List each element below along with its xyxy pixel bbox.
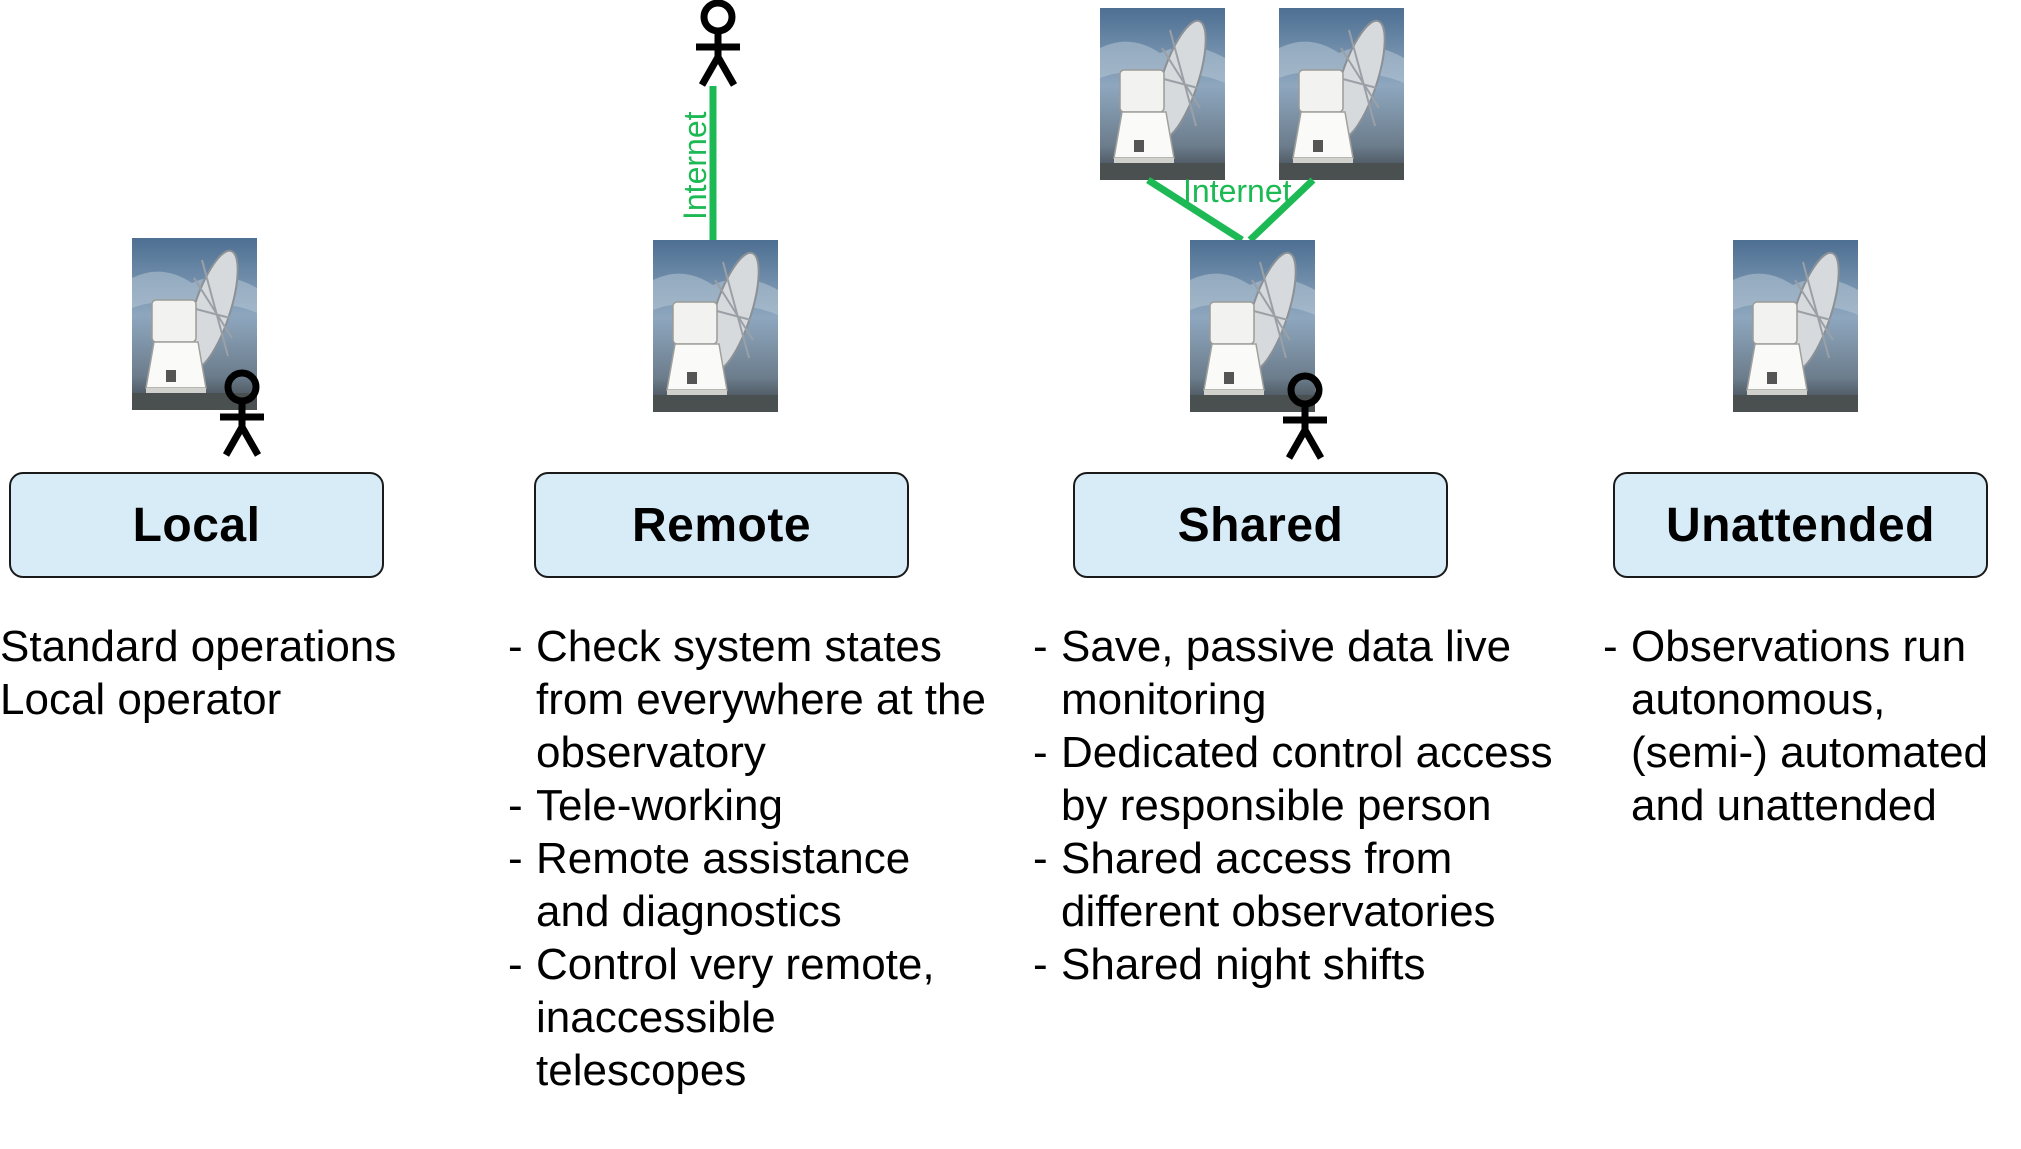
shared-internet-link-left — [1146, 177, 1244, 243]
unattended-description-list: Observations run autonomous, (semi-) aut… — [1603, 620, 2018, 832]
remote-operator-icon — [696, 3, 740, 85]
unattended-mode-title: Unattended — [1666, 498, 1935, 552]
remote-telescope-image — [652, 239, 779, 413]
remote-mode-box: Remote — [534, 472, 909, 578]
shared-telescope-image-1 — [1099, 7, 1226, 181]
list-item: Shared night shifts — [1033, 938, 1553, 991]
shared-description-list: Save, passive data live monitoring Dedic… — [1033, 620, 1553, 991]
list-item: Shared access from different observatori… — [1033, 832, 1553, 938]
remote-mode-title: Remote — [631, 498, 812, 552]
list-item: Remote assistance and diagnostics — [508, 832, 988, 938]
list-item: Save, passive data live monitoring — [1033, 620, 1553, 726]
remote-internet-label: Internet — [677, 111, 713, 220]
local-description-list: Standard operations Local operator — [0, 620, 440, 726]
list-item: Check system states from everywhere at t… — [508, 620, 988, 779]
local-mode-box: Local — [9, 472, 384, 578]
unattended-mode-box: Unattended — [1613, 472, 1988, 578]
shared-telescope-image-main — [1189, 239, 1316, 413]
shared-internet-link-right — [1247, 177, 1316, 243]
list-item: Observations run autonomous, (semi-) aut… — [1603, 620, 2018, 832]
local-telescope-image — [131, 237, 258, 411]
list-item: Local operator — [0, 675, 282, 724]
shared-telescope-image-2 — [1278, 7, 1405, 181]
unattended-telescope-image — [1732, 239, 1859, 413]
remote-description-list: Check system states from everywhere at t… — [508, 620, 988, 1097]
list-item: Standard operations — [0, 622, 397, 671]
shared-internet-label: Internet — [1183, 173, 1292, 209]
shared-mode-box: Shared — [1073, 472, 1448, 578]
local-mode-title: Local — [132, 498, 261, 552]
list-item: Dedicated control access by responsible … — [1033, 726, 1553, 832]
shared-mode-title: Shared — [1177, 498, 1344, 552]
list-item: Tele-working — [508, 779, 988, 832]
list-item: Control very remote, inaccessible telesc… — [508, 938, 988, 1097]
